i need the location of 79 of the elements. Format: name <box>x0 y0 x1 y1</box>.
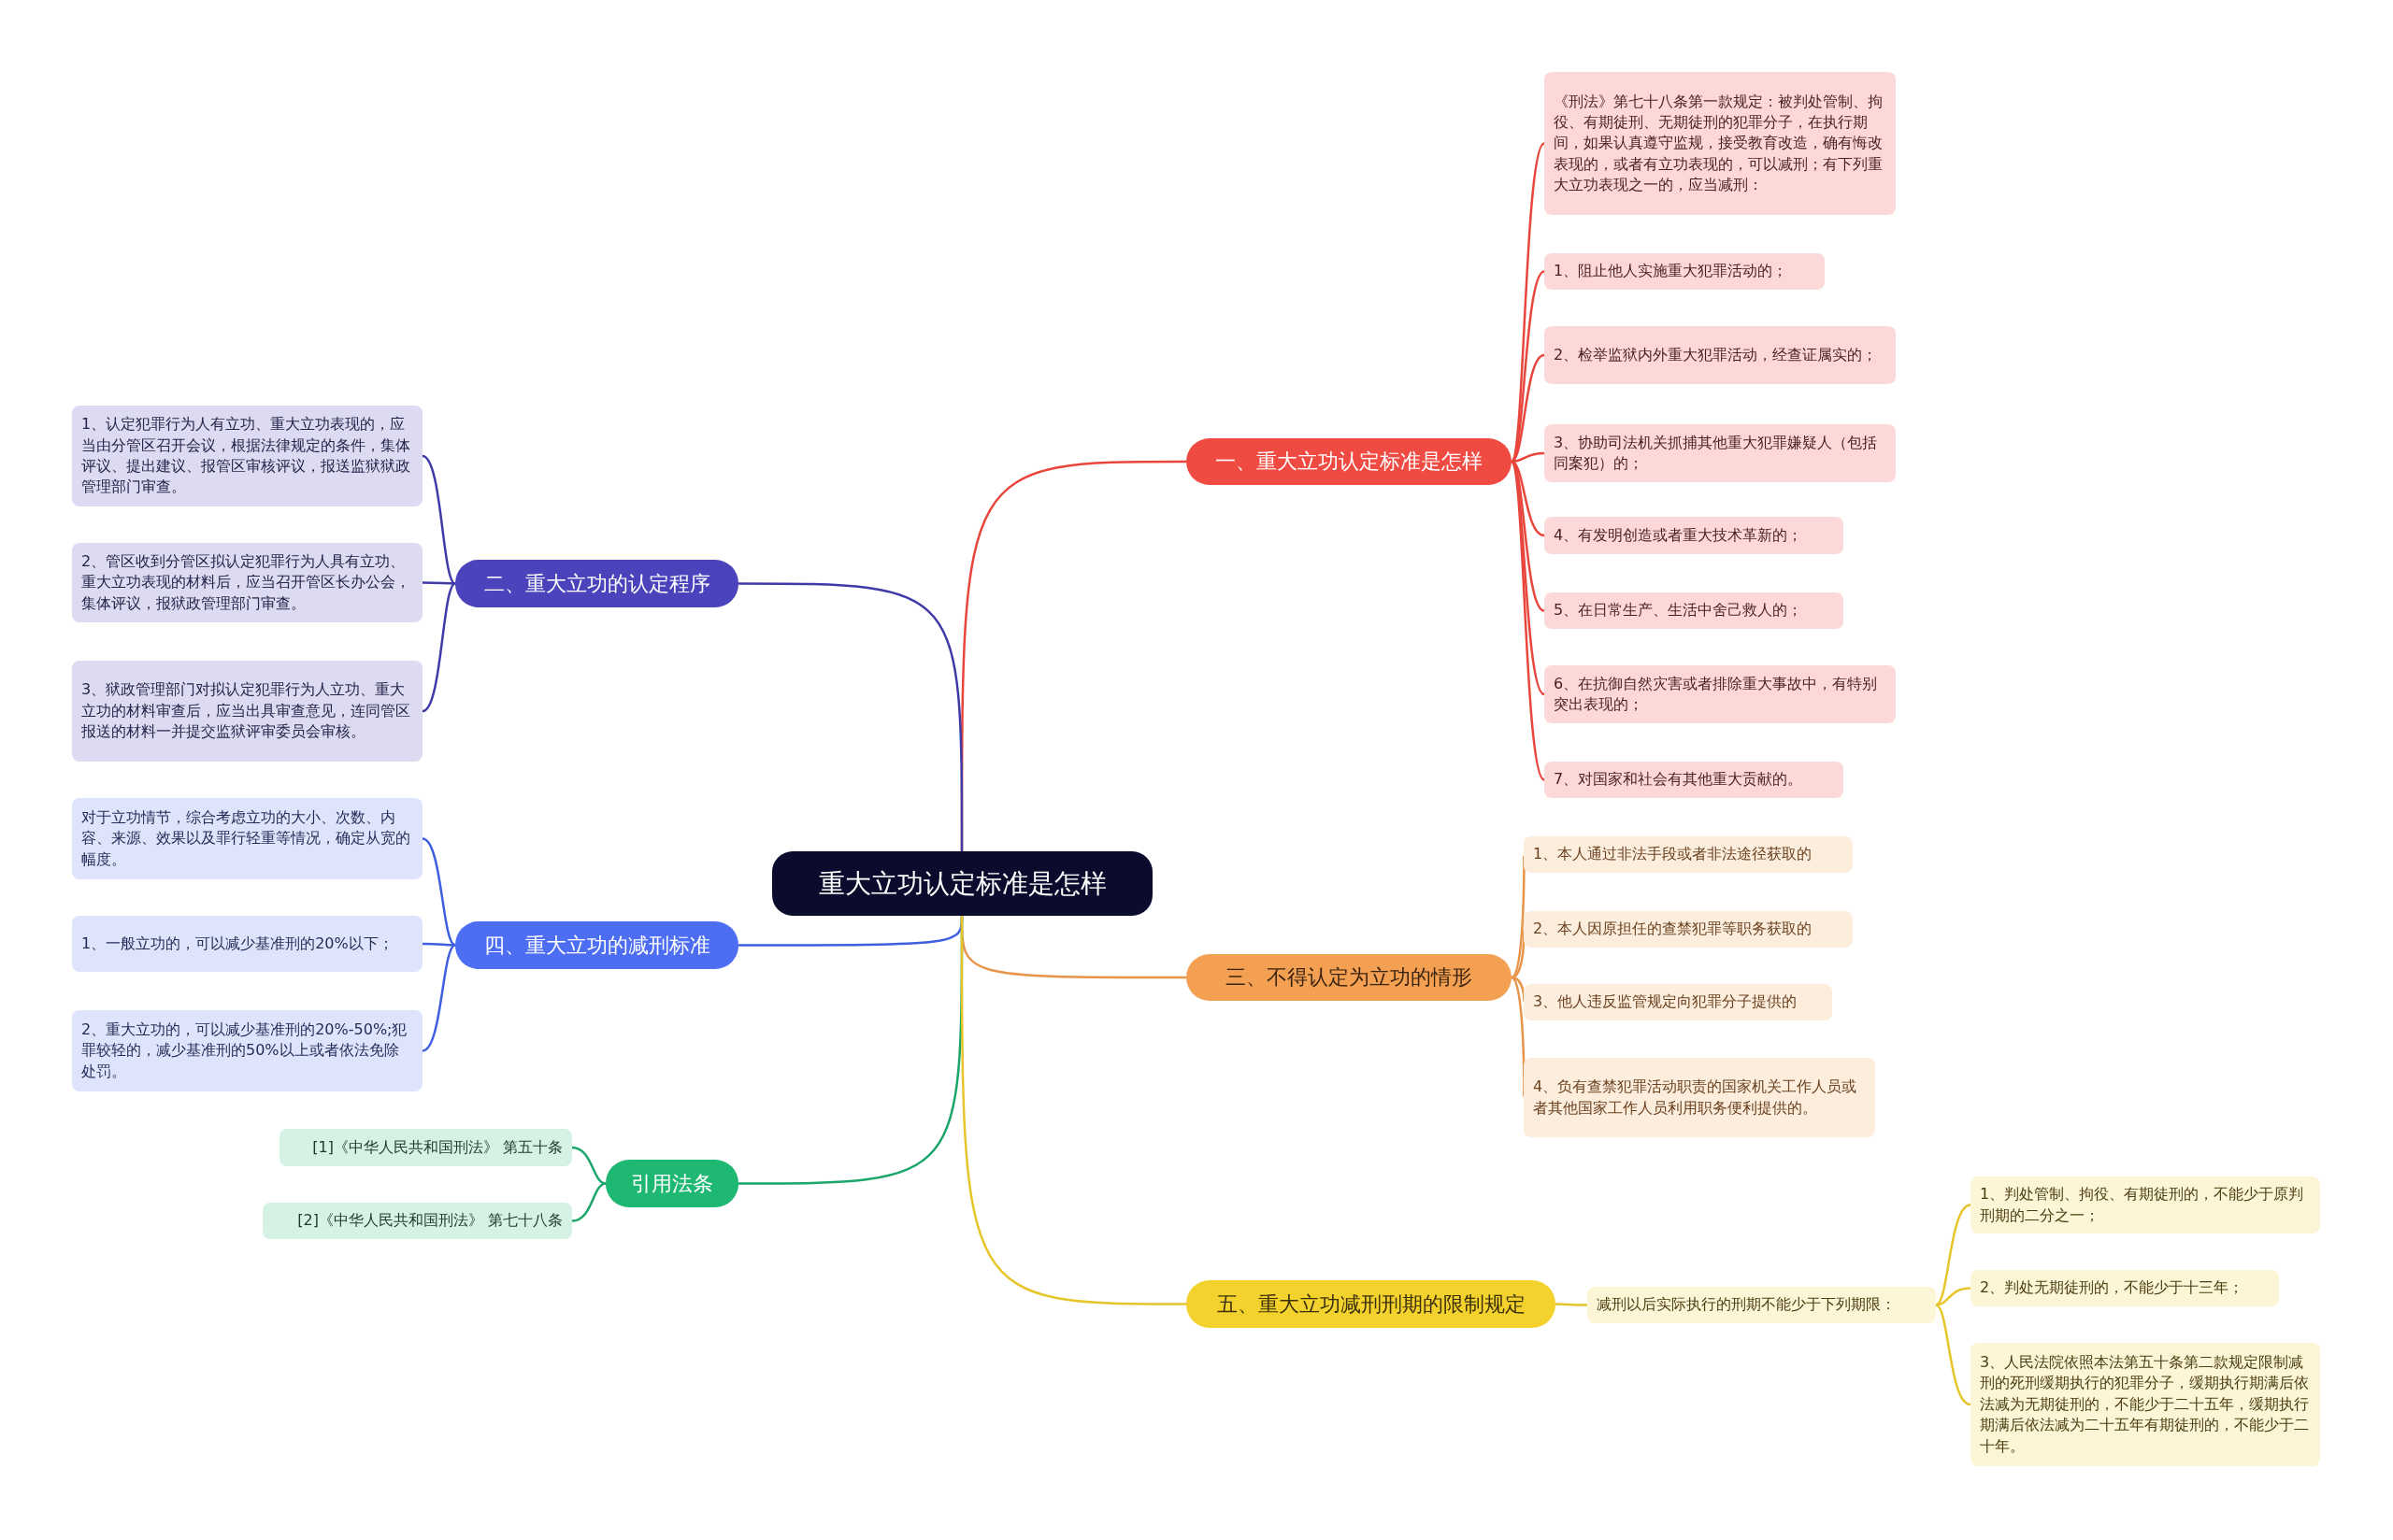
topic-text: 五、重大立功减刑刑期的限制规定 <box>1216 1290 1526 1318</box>
leaf-topic <box>1544 762 1843 798</box>
topic-text: 1、认定犯罪行为人有立功、重大立功表现的，应当由分管区召开会议，根据法律规定的条件，集体评议、提出建议、报管区审核评议，报送监狱狱政管理部门审查。 <box>81 414 411 498</box>
leaf-topic <box>1524 911 1853 948</box>
topic-text: 3、协助司法机关抓捕其他重大犯罪嫌疑人（包括同案犯）的； <box>1554 432 1879 474</box>
connector-line <box>738 582 964 851</box>
connector-line <box>960 916 1186 1305</box>
leaf-topic <box>1970 1176 2320 1233</box>
topic-text: [1]《中华人民共和国刑法》 第五十条 <box>312 1136 563 1158</box>
connector-line <box>423 942 455 947</box>
leaf-topic <box>263 1203 572 1239</box>
topic-text: 6、在抗御自然灾害或者排除重大事故中，有特别突出表现的； <box>1554 673 1879 715</box>
leaf-topic <box>1970 1343 2320 1466</box>
topic-text: 1、本人通过非法手段或者非法途径获取的 <box>1533 844 1813 865</box>
topic-text: 2、检举监狱内外重大犯罪活动，经查证属实的； <box>1554 344 1878 365</box>
branch-topic <box>1186 1280 1555 1328</box>
branch-topic <box>455 560 738 607</box>
connector-line <box>1555 1303 1587 1306</box>
leaf-topic <box>1524 836 1853 873</box>
connector-line <box>423 581 455 585</box>
topic-text: 5、在日常生产、生活中舍己救人的； <box>1554 600 1803 621</box>
topic-text: 《刑法》第七十八条第一款规定：被判处管制、拘役、有期徒刑、无期徒刑的犯罪分子，在执行期间，如果认真遵守监规，接受教育改造，确有悔改表现的，或者有立功表现的，可以减刑；有下列重大立功表现之一的，应当减刑： <box>1554 91 1884 196</box>
topic-text: 1、判处管制、拘役、有期徒刑的，不能少于原判刑期的二分之一； <box>1980 1184 2305 1226</box>
leaf-topic <box>72 798 423 879</box>
topic-text: 二、重大立功的认定程序 <box>483 570 710 597</box>
topic-text: 1、一般立功的，可以减少基准刑的20%以下； <box>81 933 394 954</box>
connector-line <box>422 454 456 585</box>
topic-text: 减刑以后实际执行的刑期不能少于下列期限： <box>1597 1294 1896 1316</box>
connector-line <box>571 1146 607 1185</box>
topic-text: [2]《中华人民共和国刑法》 第七十八条 <box>297 1210 563 1232</box>
topic-text: 3、狱政管理部门对拟认定犯罪行为人立功、重大立功的材料审查后，应当出具审查意见，连同管区报送的材料一并提交监狱评审委员会审核。 <box>81 679 411 743</box>
connector-line <box>422 944 456 1052</box>
branch-topic <box>1186 438 1512 485</box>
leaf-topic <box>1524 1058 1875 1137</box>
leaf-topic <box>72 406 423 506</box>
leaf-topic <box>1524 984 1832 1020</box>
leaf-topic <box>72 543 423 622</box>
connector-line <box>1935 1204 1971 1306</box>
topic-text: 三、不得认定为立功的情形 <box>1225 964 1472 991</box>
leaf-topic <box>72 661 423 762</box>
leaf-topic <box>1970 1270 2279 1306</box>
leaf-topic <box>1587 1287 1936 1323</box>
leaf-topic <box>1544 424 1896 482</box>
branch-topic <box>606 1160 738 1207</box>
branch-topic <box>455 921 738 969</box>
topic-text: 重大立功认定标准是怎样 <box>818 867 1107 900</box>
connector-line <box>571 1182 607 1222</box>
connector-line <box>1510 461 1545 781</box>
topic-text: 7、对国家和社会有其他重大贡献的。 <box>1554 769 1803 791</box>
connector-line <box>1935 1287 1971 1306</box>
topic-text: 2、本人因原担任的查禁犯罪等职务获取的 <box>1533 919 1813 940</box>
leaf-topic <box>72 1010 423 1091</box>
topic-text: 4、有发明创造或者重大技术革新的； <box>1554 524 1803 546</box>
topic-text: 引用法条 <box>631 1170 713 1197</box>
connector-line <box>422 837 456 947</box>
topic-text: 一、重大立功认定标准是怎样 <box>1215 449 1483 475</box>
topic-text: 2、判处无期徒刑的，不能少于十三年； <box>1980 1277 2244 1299</box>
connector-line <box>1935 1304 1971 1406</box>
topic-text: 3、他人违反监管规定向犯罪分子提供的 <box>1533 991 1798 1013</box>
leaf-topic <box>1544 326 1896 384</box>
central-topic <box>772 851 1153 916</box>
leaf-topic <box>1544 517 1843 554</box>
connector-line <box>1511 977 1526 1098</box>
branch-topic <box>1186 954 1512 1001</box>
topic-text: 4、负有查禁犯罪活动职责的国家机关工作人员或者其他国家工作人员利用职务便利提供的。 <box>1533 1077 1858 1119</box>
leaf-topic <box>279 1129 572 1166</box>
topic-text: 四、重大立功的减刑标准 <box>483 932 710 959</box>
leaf-topic <box>1544 253 1825 290</box>
connector-line <box>422 582 456 713</box>
topic-text: 2、重大立功的，可以减少基准刑的20%-50%;犯罪较轻的，减少基准刑的50%以上或者依法免除处罚。 <box>81 1019 408 1082</box>
topic-text: 1、阻止他人实施重大犯罪活动的； <box>1554 261 1788 282</box>
topic-text: 3、人民法院依照本法第五十条第二款规定限制减刑的死刑缓期执行的犯罪分子，缓期执行期满后依法减为无期徒刑的，不能少于二十五年，缓期执行期满后依法减为二十五年有期徒刑的，不能少于二十年。 <box>1980 1352 2310 1457</box>
leaf-topic <box>72 916 423 972</box>
leaf-topic <box>1544 592 1843 629</box>
leaf-topic <box>1544 72 1896 215</box>
leaf-topic <box>1544 665 1896 723</box>
topic-text: 2、管区收到分管区拟认定犯罪行为人具有立功、重大立功表现的材料后，应当召开管区长办公会，集体评议，报狱政管理部门审查。 <box>81 550 411 614</box>
topic-text: 对于立功情节，综合考虑立功的大小、次数、内容、来源、效果以及罪行轻重等情况，确定从宽的幅度。 <box>81 806 411 870</box>
connector-line <box>1511 854 1526 978</box>
